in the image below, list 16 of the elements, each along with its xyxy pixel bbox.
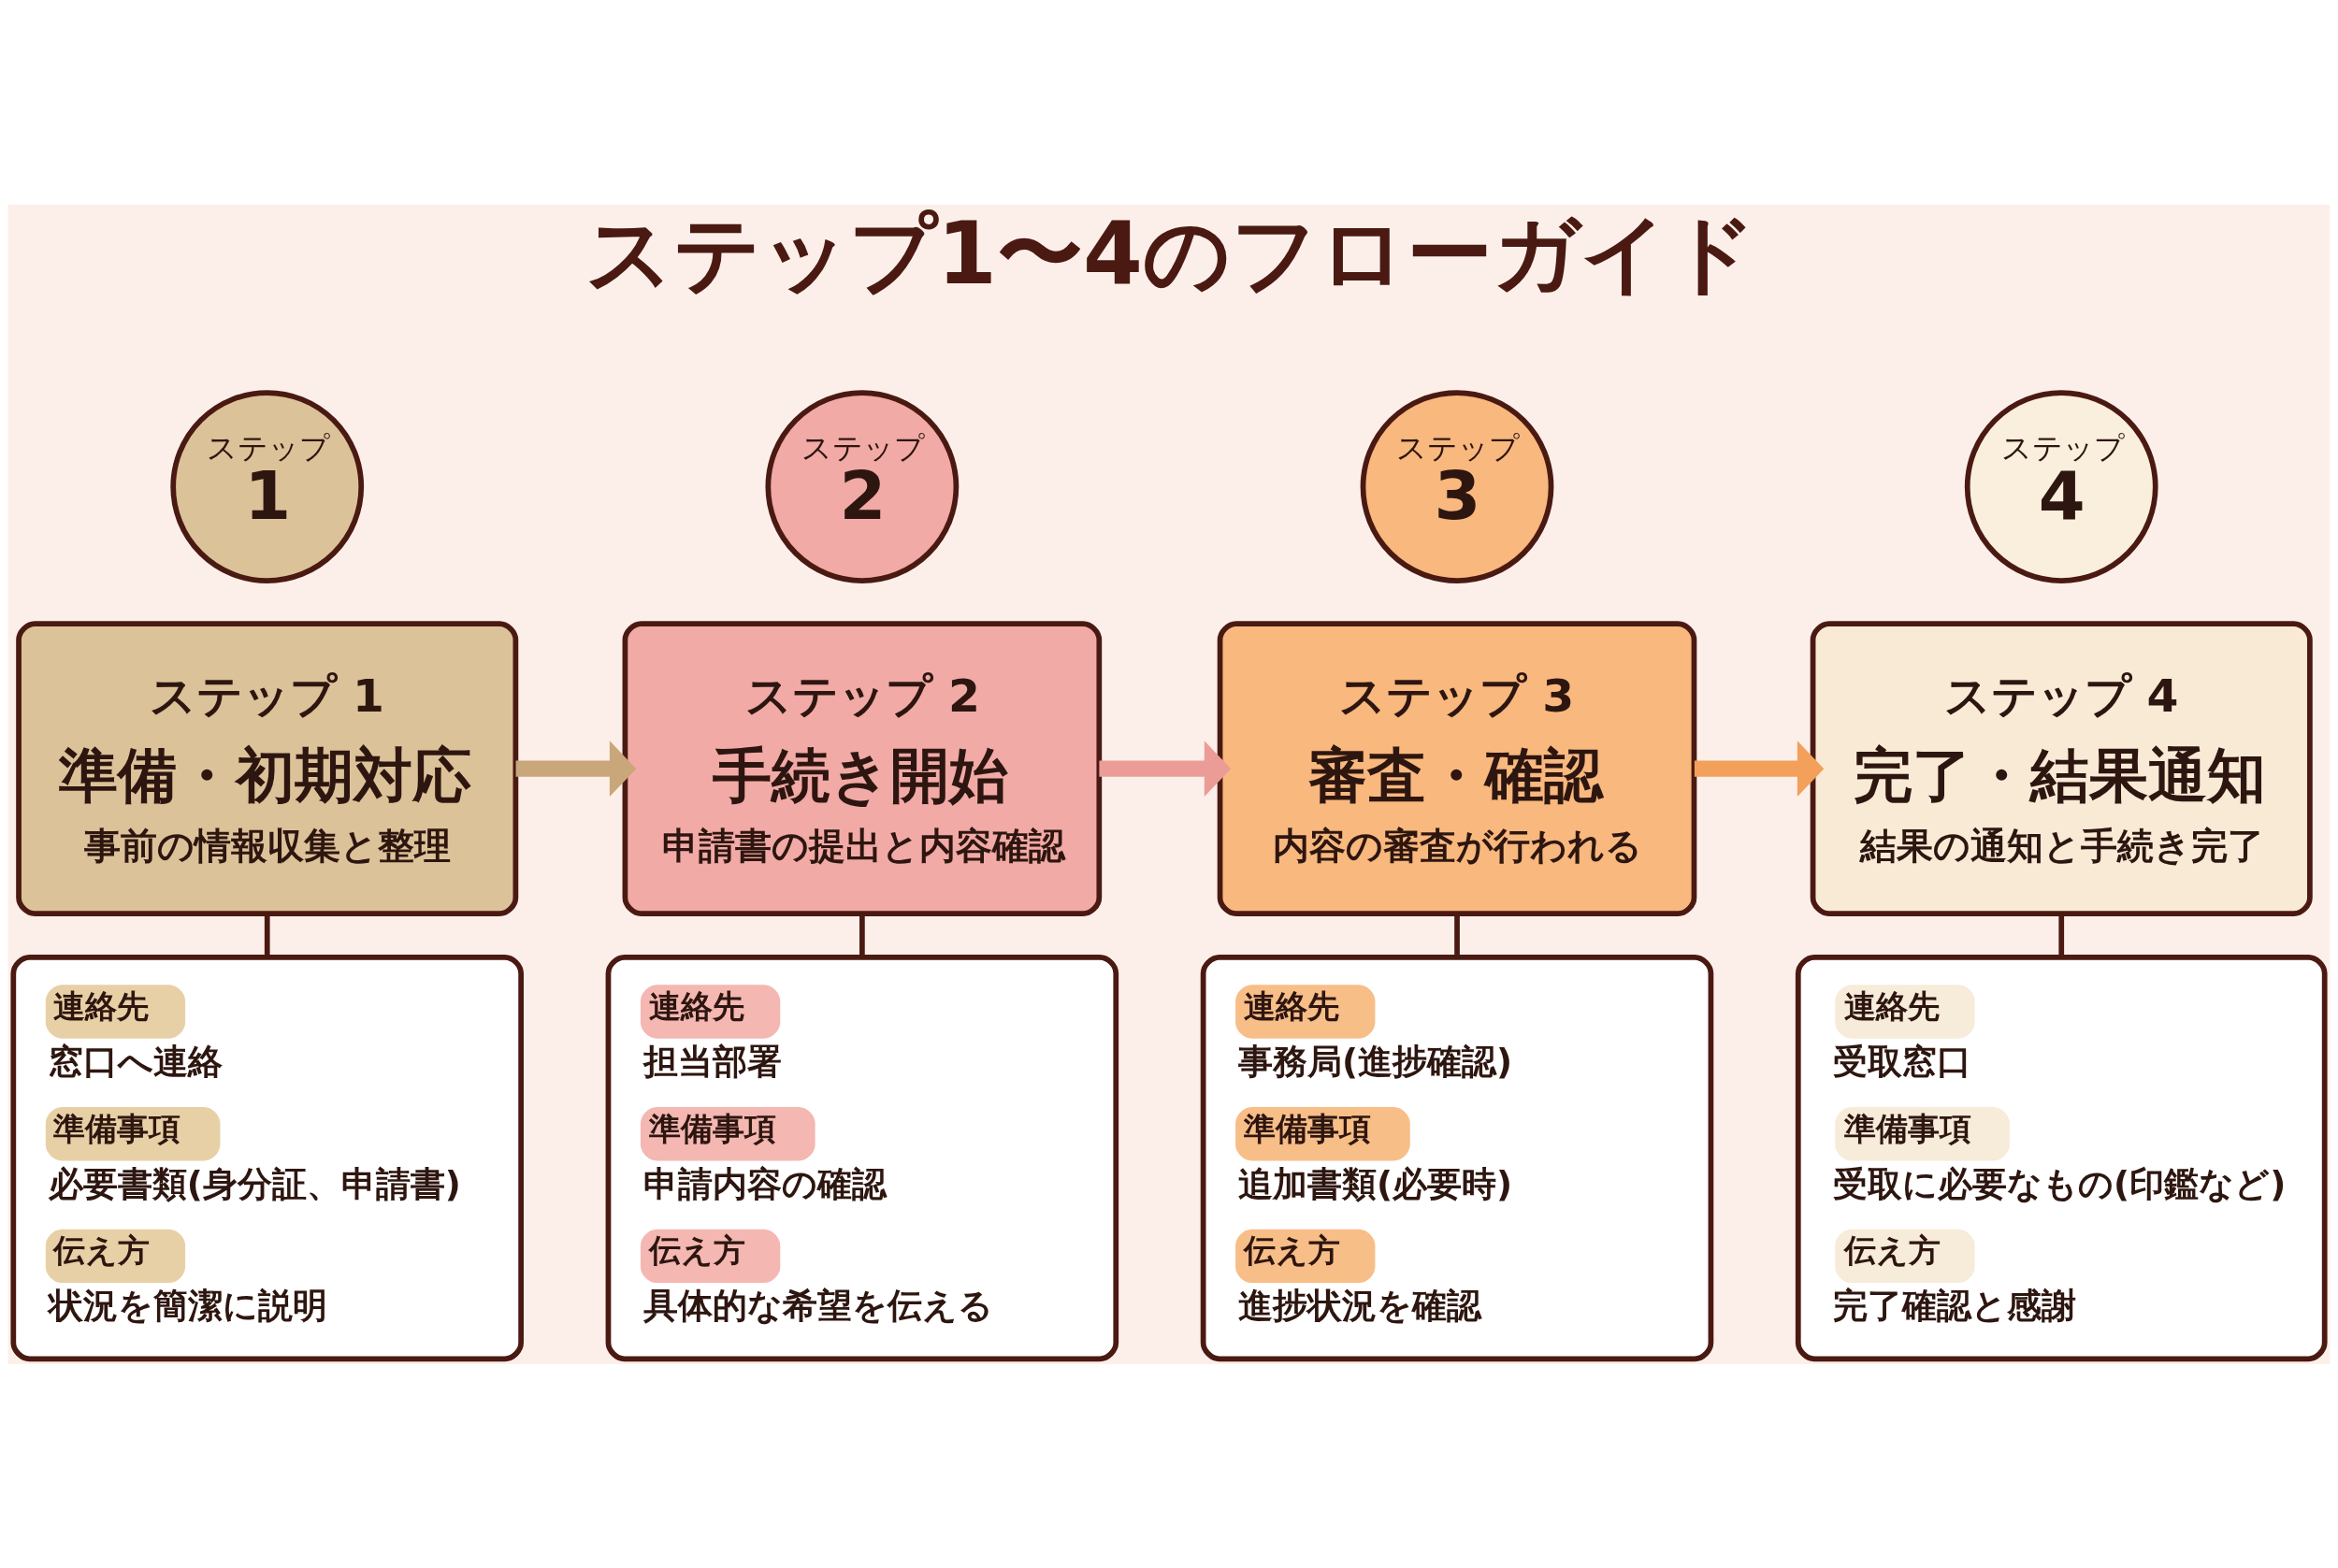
node-box: ステップ 3 審査・確認 内容の審査が行われる [1217,620,1697,916]
node-box: 連絡先 事務局(進捗確認) 準備事項 追加書類(必要時) 伝え方 進捗状況を確認 [1200,954,1714,1361]
node-box: 連絡先 受取窓口 準備事項 受取に必要なもの(印鑑など) 伝え方 完了確認と感謝 [1795,954,2328,1361]
node-box: ステップ 4 完了・結果通知 結果の通知と手続き完了 [1810,620,2313,916]
node-box: ステップ 2 手続き開始 申請書の提出と内容確認 [622,620,1103,916]
arrow [1099,740,1232,797]
node-circle: ステップ 3 [1360,389,1554,583]
node-circle: ステップ 1 [170,389,365,583]
arrow [1694,740,1825,797]
node-circle: ステップ 2 [765,389,960,583]
node-box: 連絡先 担当部署 準備事項 申請内容の確認 伝え方 具体的な希望を伝える [605,954,1119,1361]
node-box: ステップ 1 準備・初期対応 事前の情報収集と整理 [16,620,519,916]
diagram-title: ステップ1〜4のフローガイド [585,203,1756,304]
arrow [515,740,637,797]
node-circle: ステップ 4 [1964,389,2158,583]
node-box: 連絡先 窓口へ連絡 準備事項 必要書類(身分証、申請書) 伝え方 状況を簡潔に説明 [10,954,524,1361]
